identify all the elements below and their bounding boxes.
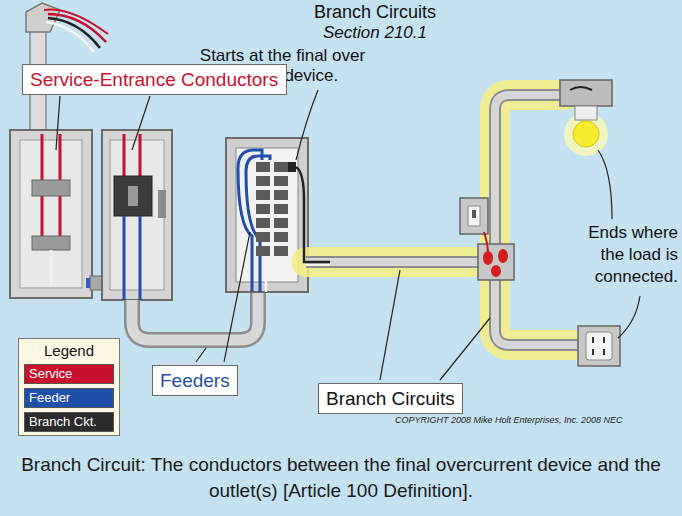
legend-swatch: Feeder: [24, 388, 114, 408]
switch: [468, 206, 480, 226]
wire-nut: [483, 251, 493, 265]
receptacle-box: [578, 326, 620, 366]
main-breaker: [114, 176, 152, 216]
diagram-caption: Branch Circuit: The conductors between t…: [16, 452, 666, 504]
receptacle-slot: [603, 349, 605, 355]
disconnect-handle: [158, 190, 166, 218]
lug-block: [32, 236, 70, 250]
feeder-conduit-inner: [132, 292, 258, 340]
legend-box: LegendServiceFeederBranch Ckt.: [18, 338, 120, 436]
service-drop-wire: [44, 10, 108, 35]
switch-leg: [484, 232, 488, 254]
final-overcurrent-device: [288, 162, 296, 172]
branch-breakers: [256, 162, 288, 256]
box-label: Feeders: [160, 369, 230, 392]
fitting: [86, 278, 90, 288]
branch-highlight: [306, 95, 582, 345]
receptacle-slot: [603, 337, 605, 343]
box-label: Service-Entrance Conductors: [30, 68, 279, 91]
callout-label: COPYRIGHT 2008 Mike Holt Enterprises, In…: [395, 415, 623, 426]
weatherhead: [26, 3, 60, 32]
wire-nut: [498, 249, 508, 263]
service-drop-wire: [46, 22, 94, 52]
lamp-wire: [570, 87, 592, 90]
receptacle-slot: [592, 349, 594, 355]
branch-neutral: [306, 264, 330, 266]
callout-label: Ends where the load is connected.: [566, 222, 678, 288]
leader-lines: [56, 90, 640, 380]
meter-enclosure-inner: [20, 140, 82, 288]
feeder-conduit: [132, 292, 258, 340]
diagram-title: Branch Circuits: [200, 2, 550, 23]
label-box: Feeders: [152, 365, 238, 396]
junction-box: [478, 244, 514, 280]
receptacle-slot: [592, 337, 594, 343]
feeder-conductor: [246, 156, 270, 292]
box-label: Legend: [24, 342, 114, 360]
legend-text: Feeder: [29, 390, 109, 406]
branch-conduit: [306, 95, 582, 345]
meter-enclosure: [10, 130, 92, 298]
wire-nut: [491, 265, 501, 277]
box-label: Branch Circuits: [326, 387, 455, 410]
lamp-holder: [575, 106, 597, 120]
label-box: Service-Entrance Conductors: [22, 64, 287, 95]
switch-box: [460, 198, 488, 234]
legend-text: Branch Ckt.: [29, 414, 109, 430]
branch-conductor: [296, 167, 330, 262]
legend-swatch: Branch Ckt.: [24, 412, 114, 432]
service-conductor: [139, 134, 142, 176]
label-box: Branch Circuits: [318, 383, 463, 414]
feeder-conductor: [139, 216, 142, 300]
neutral-conductor: [50, 250, 53, 286]
feeder-conductor: [123, 216, 126, 300]
branch-conduit-inner: [306, 95, 582, 345]
service-conductor: [123, 134, 126, 176]
lug-block: [32, 180, 70, 196]
callout-label: Section 210.1: [200, 23, 550, 43]
switch-toggle: [472, 210, 476, 218]
legend-swatch: Service: [24, 364, 114, 384]
lamp-bulb: [573, 121, 599, 147]
disconnect-inner: [110, 140, 164, 290]
lamp-box: [560, 80, 612, 106]
breaker-handle: [128, 186, 138, 206]
receptacle: [586, 332, 612, 360]
disconnect-enclosure: [102, 130, 172, 300]
legend-text: Service: [29, 366, 109, 382]
